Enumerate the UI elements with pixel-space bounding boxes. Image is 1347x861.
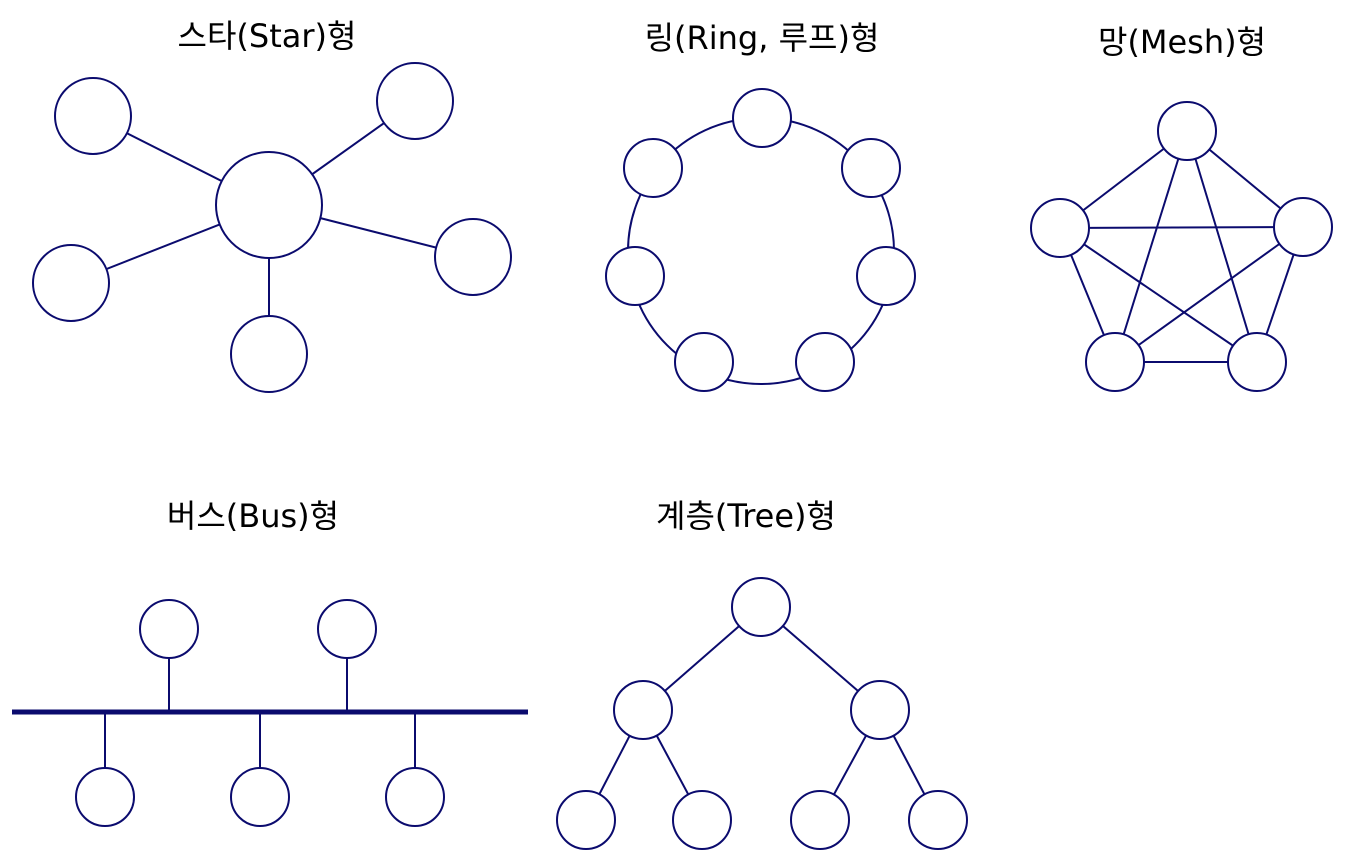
tree-topology: [556, 577, 968, 850]
mesh-link-3: [1114, 130, 1188, 363]
mesh-link-8: [1114, 226, 1304, 363]
mesh-node-4: [1085, 332, 1145, 392]
bus-bottom-node-2: [230, 767, 290, 827]
star-hub-node: [215, 151, 323, 259]
ring-topology: [605, 88, 916, 392]
ring-node-3: [841, 138, 901, 198]
bus-bottom-node-1: [75, 767, 135, 827]
bus-topology-title: 버스(Bus)형: [166, 497, 340, 535]
tree-leaf-node-3: [790, 790, 850, 850]
bus-bottom-node-3: [385, 767, 445, 827]
mesh-node-3: [1273, 197, 1333, 257]
star-leaf-node-1: [54, 77, 132, 155]
star-leaf-node-4: [434, 218, 512, 296]
tree-branch-node-1: [613, 680, 673, 740]
ring-node-7: [795, 332, 855, 392]
ring-topology-title: 링(Ring, 루프)형: [644, 19, 880, 57]
star-leaf-node-5: [230, 315, 308, 393]
tree-leaf-node-4: [908, 790, 968, 850]
tree-branch-node-2: [850, 680, 910, 740]
mesh-node-2: [1030, 198, 1090, 258]
star-topology-title: 스타(Star)형: [177, 17, 357, 55]
ring-node-1: [732, 88, 792, 148]
mesh-link-5: [1059, 226, 1304, 229]
tree-leaf-node-2: [672, 790, 732, 850]
tree-root-node: [731, 577, 791, 637]
mesh-node-1: [1157, 101, 1217, 161]
ring-node-4: [605, 246, 665, 306]
bus-top-node-2: [317, 599, 377, 659]
star-leaf-node-3: [32, 244, 110, 322]
ring-node-6: [674, 332, 734, 392]
tree-leaf-node-1: [556, 790, 616, 850]
mesh-link-4: [1186, 130, 1258, 363]
star-topology: [32, 62, 512, 393]
mesh-topology-title: 망(Mesh)형: [1097, 23, 1267, 61]
bus-topology: [12, 599, 528, 827]
mesh-node-5: [1227, 332, 1287, 392]
mesh-link-7: [1059, 227, 1258, 363]
bus-top-node-1: [139, 599, 199, 659]
star-leaf-node-2: [376, 62, 454, 140]
mesh-topology: [1030, 101, 1333, 392]
ring-node-2: [623, 138, 683, 198]
ring-node-5: [856, 246, 916, 306]
tree-topology-title: 계층(Tree)형: [656, 497, 836, 535]
